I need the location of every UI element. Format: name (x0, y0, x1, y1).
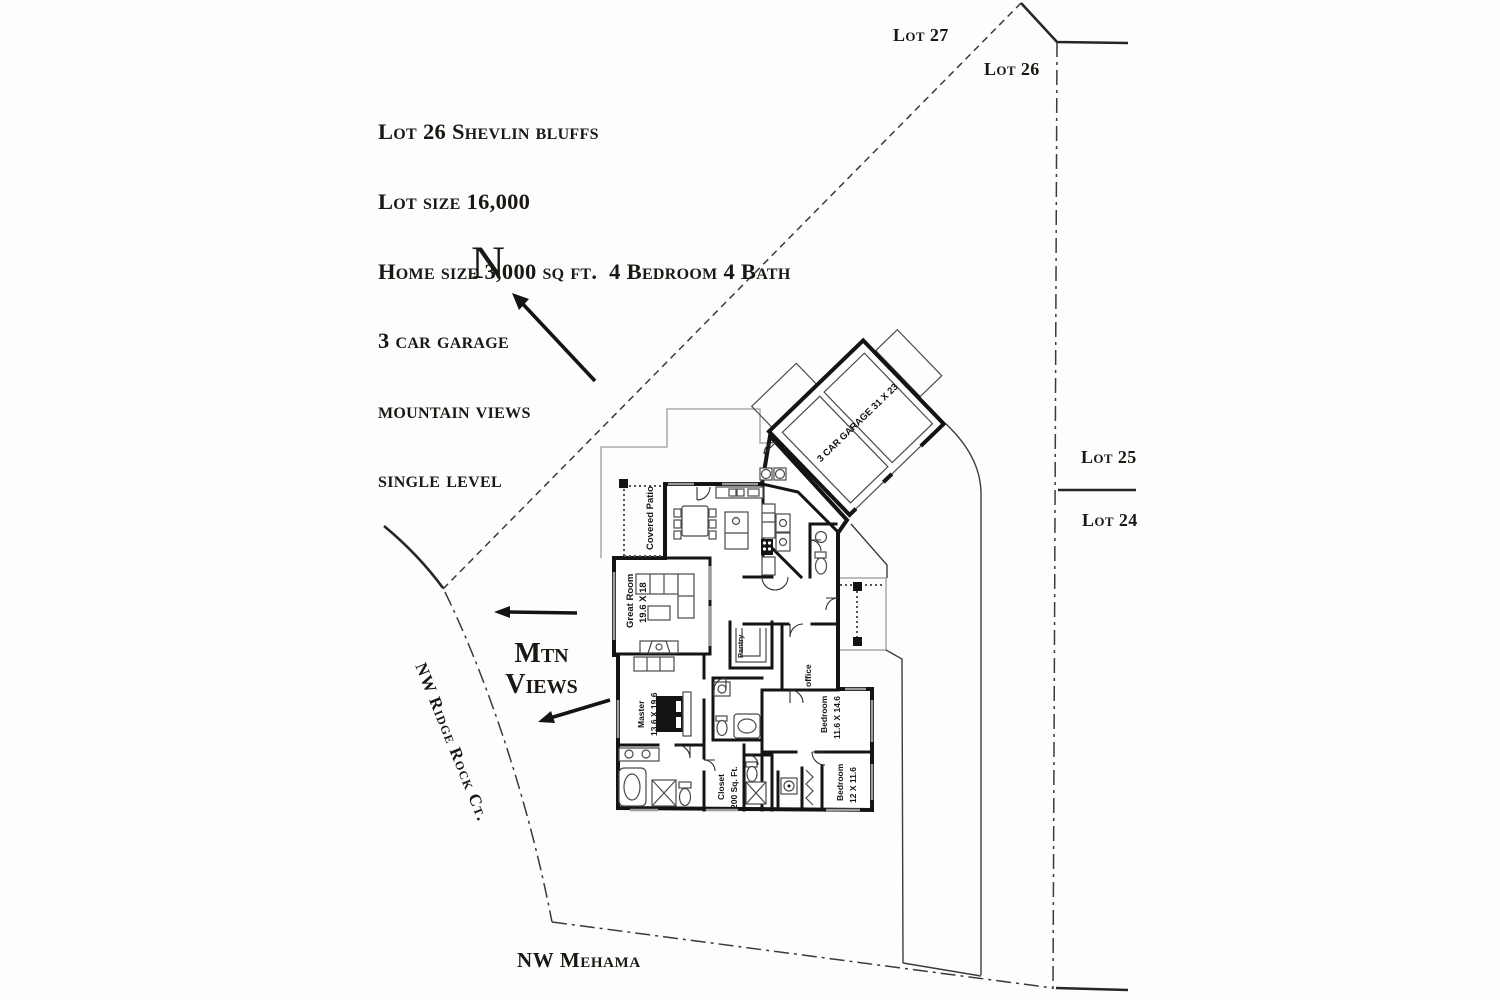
boundary-diagonal-dashed (442, 2, 1022, 590)
bedroom2-name: Bedroom (835, 763, 845, 801)
lot-27-label: Lot 27 (893, 25, 949, 45)
garage-stall-1 (781, 395, 889, 504)
info-line-6: single level (378, 467, 502, 493)
hall-tub (733, 713, 761, 739)
boundary-bottomright-tick (1055, 986, 1129, 992)
master-toilet (678, 787, 692, 807)
door-swings (676, 441, 839, 772)
master-tub (618, 767, 647, 807)
driveway (850, 423, 982, 977)
master-dims: 13.6 X 19.6 (649, 692, 659, 736)
great-room-name: Great Room (625, 574, 636, 628)
lot-boundary (383, 2, 1136, 992)
street-curb-solid (383, 524, 445, 589)
master-name: Master (636, 700, 646, 728)
bedroom2-dims: 12 X 11.6 (848, 767, 858, 803)
rear-patio (840, 582, 884, 646)
covered-patio-label: Covered Patio (645, 486, 656, 550)
bedroom1-name: Bedroom (819, 695, 829, 733)
great-room-dims: 19.6 X 18 (638, 582, 649, 623)
boundary-right-dashdot (1052, 41, 1058, 991)
garage-stall-2 (823, 352, 934, 464)
pantry-label: Pantry (736, 634, 745, 658)
rear-patio-post-1 (853, 582, 862, 591)
range (761, 539, 773, 555)
boundary-bottom-dashdot (551, 921, 1054, 989)
compass-north-label: N (471, 237, 505, 289)
street-mehama-label: NW Mehama (517, 948, 641, 972)
covered-patio (619, 479, 663, 557)
closet-dims: 200 Sq. Ft. (729, 766, 739, 809)
office-label: office (803, 664, 813, 687)
view-arrow-lower (538, 698, 611, 723)
info-line-2: Lot size 16,000 (378, 189, 531, 215)
info-line-4: 3 car garage (378, 328, 509, 354)
compass-arrow (512, 293, 597, 383)
lot-24-label: Lot 24 (1082, 510, 1138, 530)
patio-post (619, 479, 628, 488)
bedroom1-dims: 11.6 X 14.6 (832, 696, 842, 739)
windows (612, 482, 874, 812)
info-line-1: Lot 26 Shevlin bluffs (378, 119, 599, 145)
listing-info-block: Lot 26 Shevlin bluffs Lot size 16,000 Ho… (378, 74, 791, 538)
boundary-street-dashdot (444, 591, 553, 923)
rear-patio-post-2 (853, 637, 862, 646)
view-arrow-upper (494, 606, 578, 618)
boundary-apex-solid (1020, 2, 1129, 45)
lot-26-label: Lot 26 (984, 59, 1040, 79)
lot-25-label: Lot 25 (1081, 447, 1137, 467)
closet-name: Closet (716, 774, 726, 800)
info-line-3: Home size 3,000 sq ft. 4 Bedroom 4 Bath (378, 258, 791, 284)
info-line-5: mountain views (378, 397, 531, 423)
dining-table (681, 505, 709, 537)
furniture-fixtures (618, 467, 828, 807)
garage-structure (750, 328, 947, 518)
